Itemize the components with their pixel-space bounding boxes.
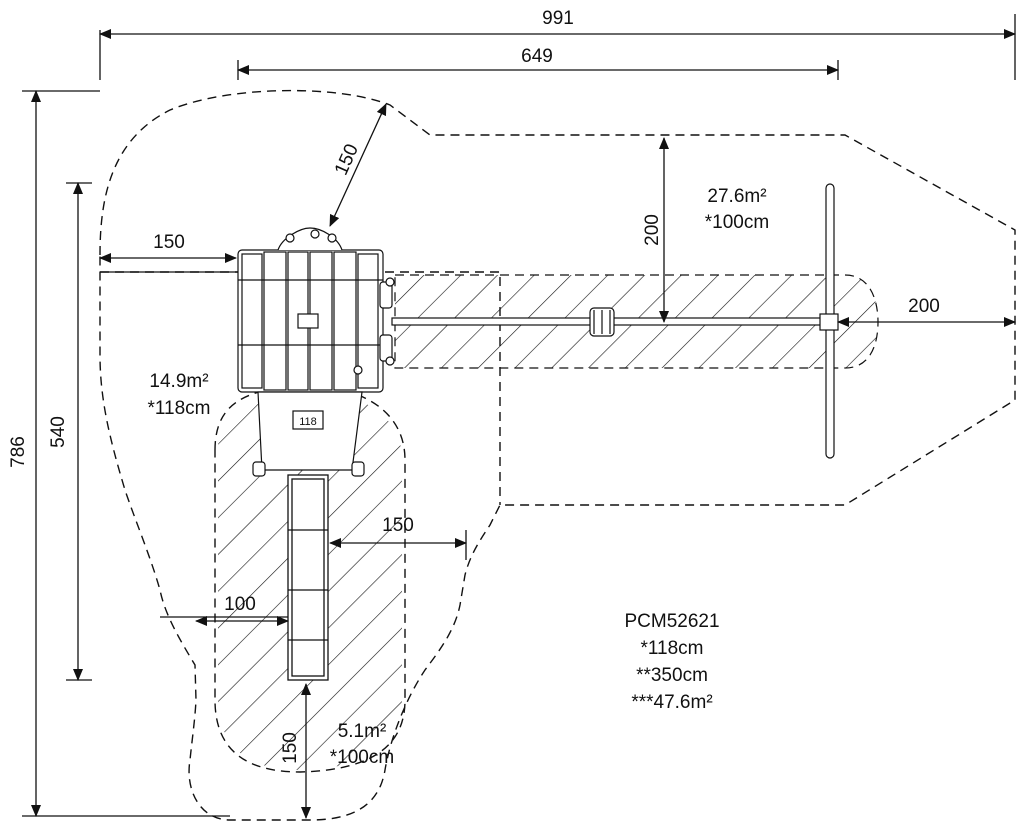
- dimension-lines: [22, 14, 1016, 819]
- dim-clearance-swing-top: 200: [642, 214, 663, 246]
- platform-tag-label: 118: [299, 416, 317, 428]
- dim-total-width: 991: [542, 8, 574, 29]
- safety-zone-tower: [100, 271, 501, 505]
- slide-area-size: 5.1m²: [338, 721, 387, 742]
- swing-beam: [391, 183, 839, 459]
- dim-inner-width: 649: [521, 46, 553, 67]
- dim-clearance-top-diag: 150: [331, 141, 363, 179]
- safety-zone-outer: [99, 89, 1016, 821]
- swing-area-height: *100cm: [705, 212, 769, 233]
- dim-clearance-slide-end: 150: [280, 732, 301, 764]
- tower-area-height: *118cm: [147, 398, 210, 419]
- dim-total-height: 786: [8, 436, 29, 468]
- tower-lower-platform: [252, 391, 365, 477]
- tower-deck: [237, 227, 384, 393]
- dim-clearance-ladder-side: 100: [224, 594, 256, 615]
- product-note-1: *118cm: [640, 638, 703, 659]
- dim-clearance-slide-side: 150: [382, 515, 414, 536]
- product-note-3: ***47.6m²: [631, 692, 712, 713]
- dim-inner-height: 540: [48, 416, 69, 448]
- swing-hangers: [379, 277, 395, 366]
- dim-clearance-swing-right: 200: [908, 296, 940, 317]
- ladder: [287, 474, 329, 681]
- swing-area-size: 27.6m²: [707, 186, 766, 207]
- product-note-2: **350cm: [636, 665, 708, 686]
- product-code: PCM52621: [624, 611, 719, 632]
- slide-area-height: *100cm: [330, 747, 394, 768]
- dim-clearance-left: 150: [153, 232, 185, 253]
- tower-area-size: 14.9m²: [149, 371, 208, 392]
